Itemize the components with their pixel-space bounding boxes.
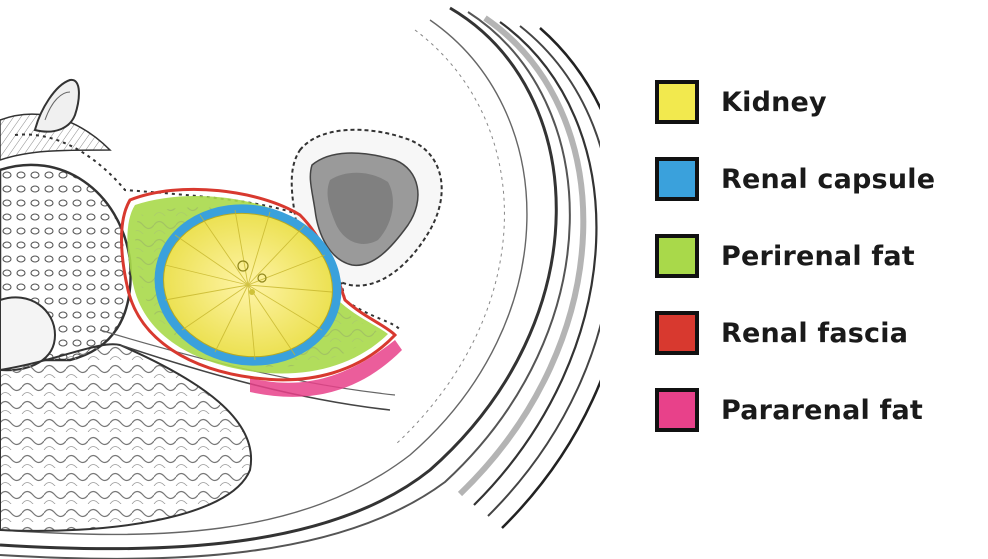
perirenal-fat-swatch — [655, 234, 699, 278]
renal-fascia-swatch — [655, 311, 699, 355]
renal-capsule-swatch — [655, 157, 699, 201]
pararenal-fat-swatch — [655, 388, 699, 432]
legend-label: Kidney — [721, 87, 827, 118]
legend-item-renal-fascia: Renal fascia — [655, 307, 985, 359]
legend-label: Renal capsule — [721, 164, 935, 195]
vertebra — [0, 114, 131, 370]
legend-label: Perirenal fat — [721, 241, 915, 272]
legend: Kidney Renal capsule Perirenal fat Renal… — [655, 76, 985, 461]
legend-label: Pararenal fat — [721, 395, 923, 426]
kidney-swatch — [655, 80, 699, 124]
kidney-cross-section-illustration — [0, 0, 600, 559]
legend-item-kidney: Kidney — [655, 76, 985, 128]
legend-label: Renal fascia — [721, 318, 908, 349]
legend-item-renal-capsule: Renal capsule — [655, 153, 985, 205]
legend-item-perirenal-fat: Perirenal fat — [655, 230, 985, 282]
legend-item-pararenal-fat: Pararenal fat — [655, 384, 985, 436]
